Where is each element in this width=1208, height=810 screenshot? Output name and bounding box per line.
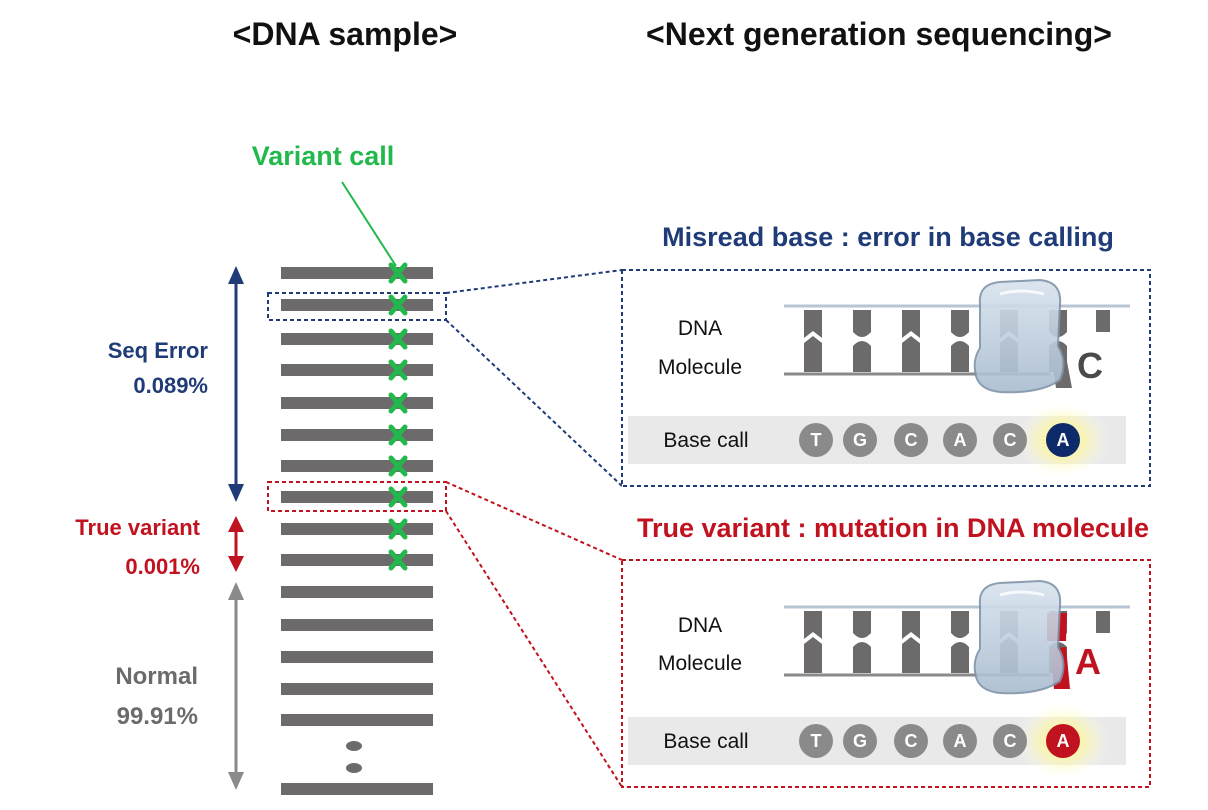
read-bar [281, 267, 433, 279]
base-call-badge: A [943, 423, 977, 457]
true-variant-molecule-label-line1: DNA [678, 614, 722, 637]
variant-cross-icon [388, 328, 408, 350]
base-call-letter: T [811, 731, 822, 751]
normal-label: Normal [115, 663, 198, 690]
true-variant-value: 0.001% [125, 554, 200, 579]
base-call-letter: G [853, 731, 867, 751]
true-variant-connector-top [445, 481, 623, 561]
variant-call-pointer [341, 181, 397, 267]
variant-cross-icon [388, 392, 408, 414]
true-variant-base-call-label: Base call [663, 730, 748, 753]
base-pair [951, 310, 969, 372]
base-call-badge: C [993, 423, 1027, 457]
read-bar [281, 429, 433, 441]
read-bar [281, 651, 433, 663]
misread-base-call-label: Base call [663, 429, 748, 452]
misread-panel-title: Misread base : error in base calling [662, 222, 1114, 252]
base-call-badge: G [843, 724, 877, 758]
base-call-letter: A [954, 731, 967, 751]
base-call-letter: C [1004, 731, 1017, 751]
base-pair [853, 310, 871, 372]
variant-cross-icon [388, 262, 408, 284]
base-pair [951, 611, 969, 673]
sequencing-reads [281, 262, 433, 795]
variant-cross-icon [388, 359, 408, 381]
true-variant-connector-bottom [445, 510, 623, 788]
seq-error-range-arrow [228, 266, 244, 502]
true-variant-label: True variant [75, 515, 200, 540]
base-call-badge: A [1046, 423, 1080, 457]
seq-error-label: Seq Error [108, 338, 209, 363]
misread-molecule-label-line2: Molecule [658, 356, 742, 379]
base-call-letter: A [1057, 731, 1070, 751]
base-call-badge: T [799, 423, 833, 457]
variant-cross-icon [388, 455, 408, 477]
base-pair [902, 310, 920, 372]
base-pair-partial [1096, 611, 1110, 633]
base-call-badge: G [843, 423, 877, 457]
read-bar [281, 783, 433, 795]
ellipsis-dot [346, 741, 362, 751]
base-call-badge: A [943, 724, 977, 758]
misread-molecule-label-line1: DNA [678, 317, 722, 340]
polymerase-icon [973, 579, 1065, 695]
read-bar [281, 523, 433, 535]
read-bar [281, 299, 433, 311]
read-bar [281, 333, 433, 345]
base-pair [853, 611, 871, 673]
variant-cross-icon [388, 518, 408, 540]
mutation-letter: A [1075, 641, 1101, 682]
ellipsis-dot [346, 763, 362, 773]
misread-read-box [267, 292, 447, 321]
seq-error-value: 0.089% [133, 373, 208, 398]
misread-letter: C [1077, 345, 1103, 386]
variant-cross-icon [388, 424, 408, 446]
misread-dna-molecule [784, 278, 1130, 394]
true-variant-dna-molecule [784, 579, 1130, 695]
variant-call-label: Variant call [252, 141, 395, 171]
base-call-letter: C [1004, 430, 1017, 450]
read-bar [281, 714, 433, 726]
read-bar [281, 619, 433, 631]
base-pair-partial [1096, 310, 1110, 332]
read-bar [281, 683, 433, 695]
read-bar [281, 586, 433, 598]
base-call-letter: A [954, 430, 967, 450]
base-call-letter: G [853, 430, 867, 450]
base-call-badge: T [799, 724, 833, 758]
misread-connector-top [445, 269, 623, 294]
base-call-badge: C [894, 423, 928, 457]
read-bar [281, 364, 433, 376]
heading-dna-sample: <DNA sample> [233, 16, 458, 52]
normal-value: 99.91% [117, 703, 198, 730]
base-call-badge: A [1046, 724, 1080, 758]
base-call-letter: C [905, 731, 918, 751]
true-variant-range-arrow [228, 516, 244, 572]
true-variant-read-box [267, 481, 447, 512]
read-bar [281, 397, 433, 409]
base-pair [804, 611, 822, 673]
read-bar [281, 554, 433, 566]
variant-cross-icon [388, 486, 408, 508]
base-call-letter: T [811, 430, 822, 450]
misread-connector-bottom [445, 319, 623, 487]
variant-cross-icon [388, 294, 408, 316]
base-pair [804, 310, 822, 372]
base-pair [902, 611, 920, 673]
base-call-badge: C [993, 724, 1027, 758]
normal-range-arrow [228, 582, 244, 790]
base-call-letter: A [1057, 430, 1070, 450]
heading-ngs: <Next generation sequencing> [646, 16, 1112, 52]
polymerase-icon [973, 278, 1065, 394]
read-bar [281, 460, 433, 472]
base-call-badge: C [894, 724, 928, 758]
true-variant-molecule-label-line2: Molecule [658, 652, 742, 675]
true-variant-panel-title: True variant : mutation in DNA molecule [637, 513, 1149, 543]
base-call-letter: C [905, 430, 918, 450]
variant-cross-icon [388, 549, 408, 571]
read-bar [281, 491, 433, 503]
